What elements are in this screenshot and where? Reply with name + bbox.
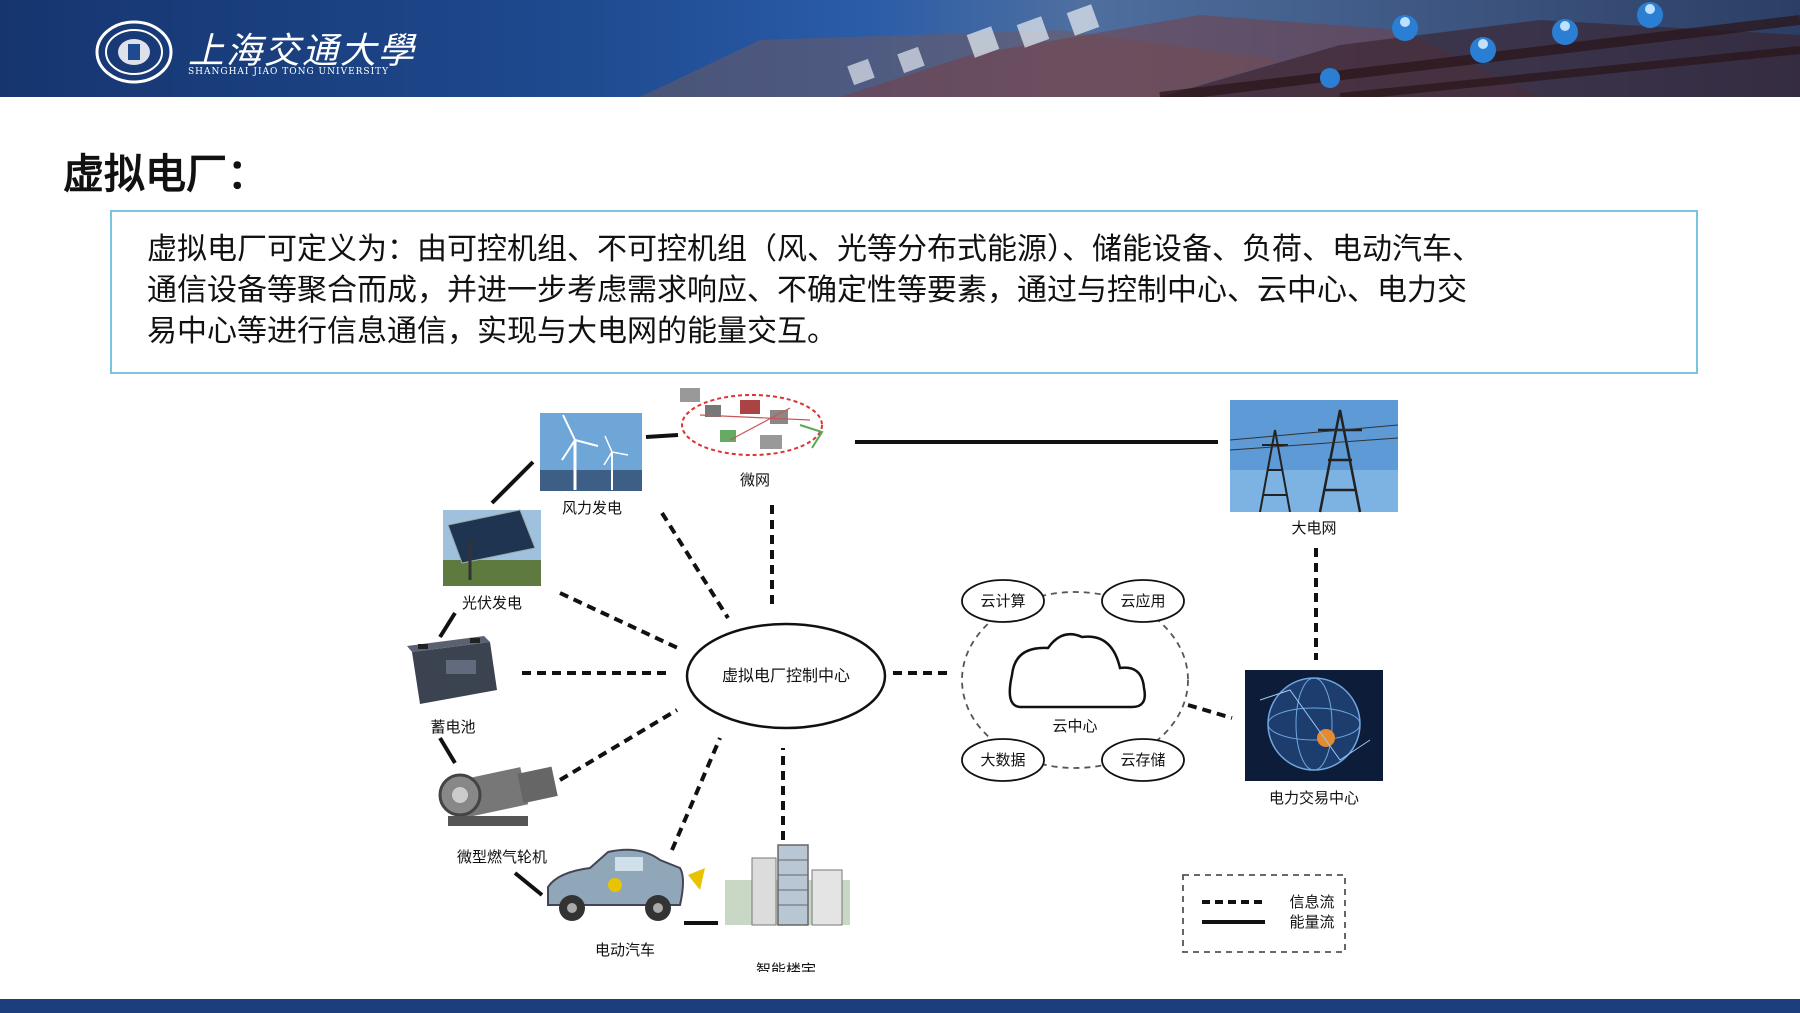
cloud-app-bubble (1101, 579, 1185, 623)
ev-label: 电动汽车 (595, 941, 655, 959)
bigdata-label: 大数据 (980, 751, 1025, 769)
legend-info-label: 信息流 (1289, 893, 1334, 911)
university-name-en: SHANGHAI JIAO TONG UNIVERSITY (188, 67, 390, 77)
control-center-label: 虚拟电厂控制中心 (722, 666, 850, 685)
microgrid-icon (680, 388, 824, 456)
building-label: 智能楼宇 (756, 961, 816, 972)
header-decoration-image (640, 2, 1800, 97)
gas-turbine-icon (438, 766, 558, 826)
definition-line-2: 通信设备等聚合而成，并进一步考虑需求响应、不确定性等要素，通过与控制中心、云中心… (147, 273, 1467, 308)
microgrid-label: 微网 (740, 471, 770, 489)
battery-label: 蓄电池 (430, 718, 475, 736)
legend-energy-label: 能量流 (1289, 913, 1334, 931)
energy-flow-lines (438, 433, 1218, 925)
cloud-compute-bubble (961, 579, 1045, 623)
header-banner: 上海交通大學 SHANGHAI JIAO TONG UNIVERSITY (0, 0, 1800, 97)
exchange-label: 电力交易中心 (1269, 789, 1359, 807)
definition-line-3: 易中心等进行信息通信，实现与大电网的能量交互。 (147, 314, 837, 349)
wind-label: 风力发电 (562, 499, 622, 517)
battery-icon (407, 636, 497, 704)
turbine-label: 微型燃气轮机 (457, 848, 547, 866)
wind-turbine-photo (540, 413, 642, 491)
cloud-compute-label: 云计算 (980, 592, 1025, 610)
electric-car-icon (547, 848, 705, 921)
footer-bar (0, 999, 1800, 1013)
cloud-storage-bubble (1101, 738, 1185, 782)
solar-panel-photo (443, 509, 541, 586)
globe-network-icon (1245, 670, 1383, 781)
cloud-app-label: 云应用 (1120, 592, 1165, 610)
info-flow-lines (522, 505, 1318, 851)
definition-line-1: 虚拟电厂可定义为：由可控机组、不可控机组（风、光等分布式能源）、储能设备、负荷、… (147, 232, 1482, 267)
smart-building-icon (725, 844, 850, 926)
slide-title: 虚拟电厂： (63, 150, 268, 198)
cloud-icon (1008, 633, 1146, 709)
cloud-ring (961, 591, 1189, 769)
university-seal-icon (95, 20, 173, 84)
definition-box (110, 210, 1698, 374)
definition-text: 虚拟电厂可定义为：由可控机组、不可控机组（风、光等分布式能源）、储能设备、负荷、… (147, 229, 1667, 352)
grid-label: 大电网 (1291, 519, 1336, 537)
vpp-diagram: 虚拟电厂控制中心 云中心 云计算 云应用 大数据 云存储 风力发电 微网 (407, 388, 1399, 972)
bigdata-bubble (961, 738, 1045, 782)
cloud-center-label: 云中心 (1052, 717, 1097, 735)
control-center-ellipse (685, 622, 887, 730)
transmission-tower-photo (1229, 400, 1399, 513)
legend-box (1182, 874, 1346, 953)
pv-label: 光伏发电 (462, 594, 522, 612)
cloud-storage-label: 云存储 (1120, 751, 1165, 769)
university-name-cn: 上海交通大學 (188, 31, 417, 72)
